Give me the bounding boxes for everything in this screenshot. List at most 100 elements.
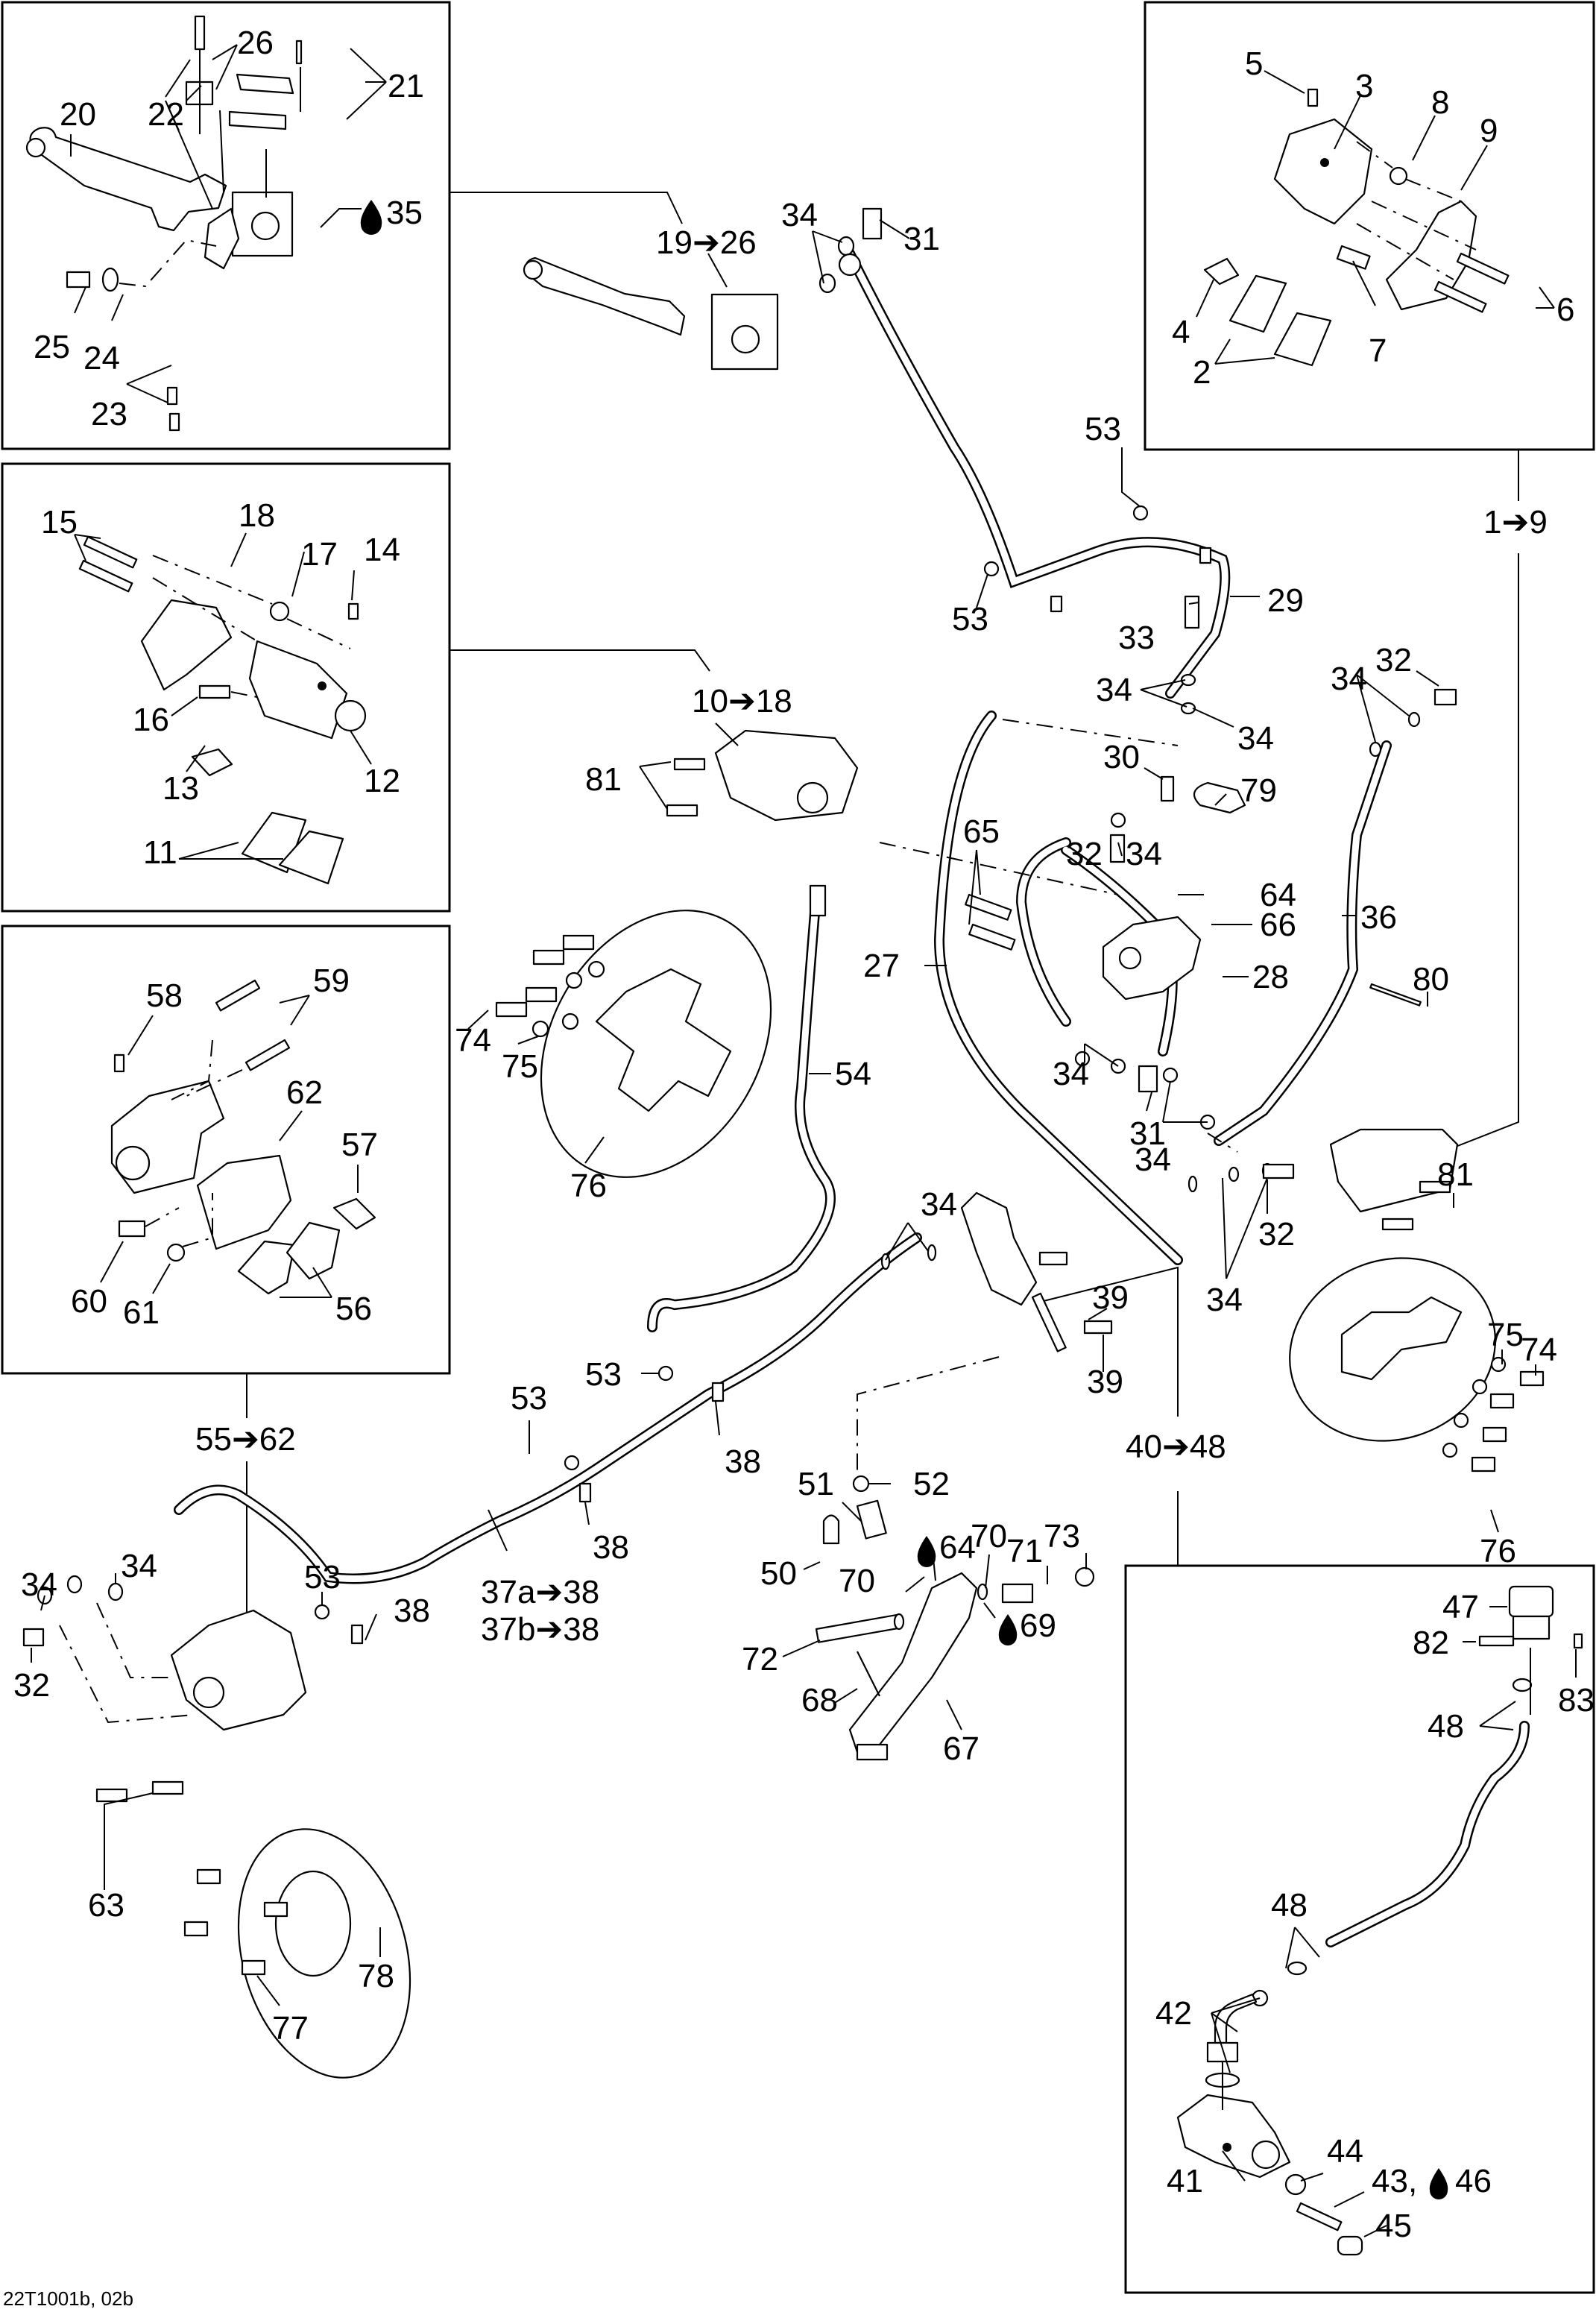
front-left-caliper-assembly	[666, 729, 859, 917]
caliper-bolt	[673, 758, 706, 771]
box5-leaders	[1211, 1606, 1577, 2237]
brake-pad	[286, 1221, 341, 1280]
reservoir-hose	[1325, 1721, 1530, 1947]
callout-64: 64	[1260, 877, 1296, 913]
callout-76: 76	[570, 1168, 607, 1204]
callout-29: 29	[1267, 582, 1304, 619]
junction-block-assembly	[879, 595, 1457, 1153]
disc-screw	[183, 1921, 209, 1937]
cylinder-bore	[1251, 2140, 1281, 2170]
callout-76: 76	[1480, 1533, 1516, 1569]
guide-pin	[1433, 280, 1487, 313]
disc-hub-cutout	[1340, 1296, 1463, 1381]
callout-12: 12	[364, 763, 400, 799]
brake-pad	[237, 1240, 296, 1295]
callout-53: 53	[585, 1356, 622, 1393]
clip-rivet	[314, 1604, 330, 1620]
callout-21: 21	[388, 68, 424, 104]
disc-screw	[196, 1868, 221, 1885]
callout-75: 75	[1487, 1317, 1524, 1353]
callout-70: 70	[839, 1563, 875, 1599]
callout-42: 42	[1155, 1995, 1192, 2032]
callout-81: 81	[1437, 1156, 1474, 1193]
disc-washer	[1472, 1379, 1488, 1395]
rear-caliper-exploded	[110, 979, 376, 1295]
callout-31: 31	[1129, 1115, 1166, 1152]
callout-24: 24	[83, 340, 120, 377]
bleeder-screw	[1307, 88, 1319, 107]
callout-6: 6	[1556, 292, 1574, 328]
callout-75: 75	[502, 1048, 538, 1085]
disc-screw	[241, 1959, 266, 1976]
box2-leaders	[74, 532, 372, 860]
callout-33: 33	[1118, 620, 1155, 656]
callout-26: 26	[237, 25, 274, 61]
callout-70: 70	[971, 1518, 1007, 1555]
master-cylinder-clamp	[204, 207, 240, 270]
push-rod-boot	[1337, 2235, 1363, 2256]
clip-rivet	[1132, 505, 1149, 521]
callout-57: 57	[341, 1127, 378, 1163]
disc-washer	[587, 960, 605, 978]
disc-screw	[263, 1901, 288, 1918]
callout-18: 18	[239, 497, 275, 534]
inset-box-front-right-caliper	[1144, 1, 1595, 451]
disc-washer	[1442, 1442, 1458, 1458]
nut	[166, 1243, 186, 1262]
sealing-washer	[1162, 1067, 1179, 1083]
callout-36: 36	[1360, 899, 1397, 936]
callout-78: 78	[358, 1958, 394, 1994]
banjo-bolt	[1160, 775, 1175, 802]
sealing-washer	[1407, 711, 1421, 728]
caliper-body	[1273, 118, 1373, 225]
brake-lines	[174, 248, 1392, 1584]
callout-53: 53	[304, 1559, 341, 1596]
hose-clamp	[1199, 547, 1212, 564]
callout-61: 61	[123, 1294, 160, 1331]
clamp-bolt	[168, 412, 180, 432]
callout-3: 3	[1355, 68, 1373, 104]
caliper-bolt	[666, 804, 698, 817]
disc-bolt	[532, 949, 565, 966]
box4-leaders	[100, 995, 359, 1298]
inset-box-front-left-caliper	[1, 462, 451, 913]
o-ring	[101, 267, 119, 292]
inset-box-front-master-cylinder	[1, 1, 451, 450]
callout-25: 25	[34, 329, 70, 365]
banjo-bolt	[1433, 688, 1457, 706]
callout-82: 82	[1413, 1625, 1449, 1661]
callout-62: 62	[286, 1074, 323, 1111]
callout-79: 79	[1240, 772, 1277, 809]
caliper-body	[248, 640, 348, 740]
caliper-body	[170, 1609, 307, 1731]
cylinder-marker	[1223, 2143, 1231, 2152]
disc-washer	[1453, 1412, 1469, 1429]
sealing-washer	[818, 273, 836, 294]
union-bolt	[1138, 1065, 1158, 1093]
lever-knob	[25, 137, 46, 158]
callout-15: 15	[41, 504, 78, 541]
callout-69: 69	[1020, 1607, 1056, 1644]
caliper-marker	[1320, 158, 1329, 167]
disc-bolt	[495, 1001, 528, 1018]
disc-bolt	[1471, 1456, 1496, 1473]
callout-53: 53	[511, 1380, 547, 1417]
caliper-piston	[334, 699, 367, 732]
sealing-washer	[1110, 812, 1126, 828]
brake-lever	[525, 256, 686, 336]
callout-13: 13	[163, 770, 199, 807]
caliper-bracket	[140, 599, 233, 691]
clip-rivet	[657, 1365, 674, 1382]
disc-washer	[532, 1020, 549, 1038]
sealing-washer	[927, 1244, 937, 1262]
rear-master-cylinder	[960, 1191, 1038, 1306]
callout-38: 38	[394, 1593, 430, 1629]
callout-38: 38	[593, 1529, 629, 1566]
slide-pin	[1336, 245, 1371, 270]
drawing-reference-code: 22T1001b, 02b	[3, 2287, 133, 2310]
clevis-nut	[852, 1475, 870, 1493]
callout-34: 34	[1126, 836, 1162, 872]
callout-48: 48	[1271, 1887, 1308, 1924]
callout-51: 51	[798, 1466, 834, 1502]
